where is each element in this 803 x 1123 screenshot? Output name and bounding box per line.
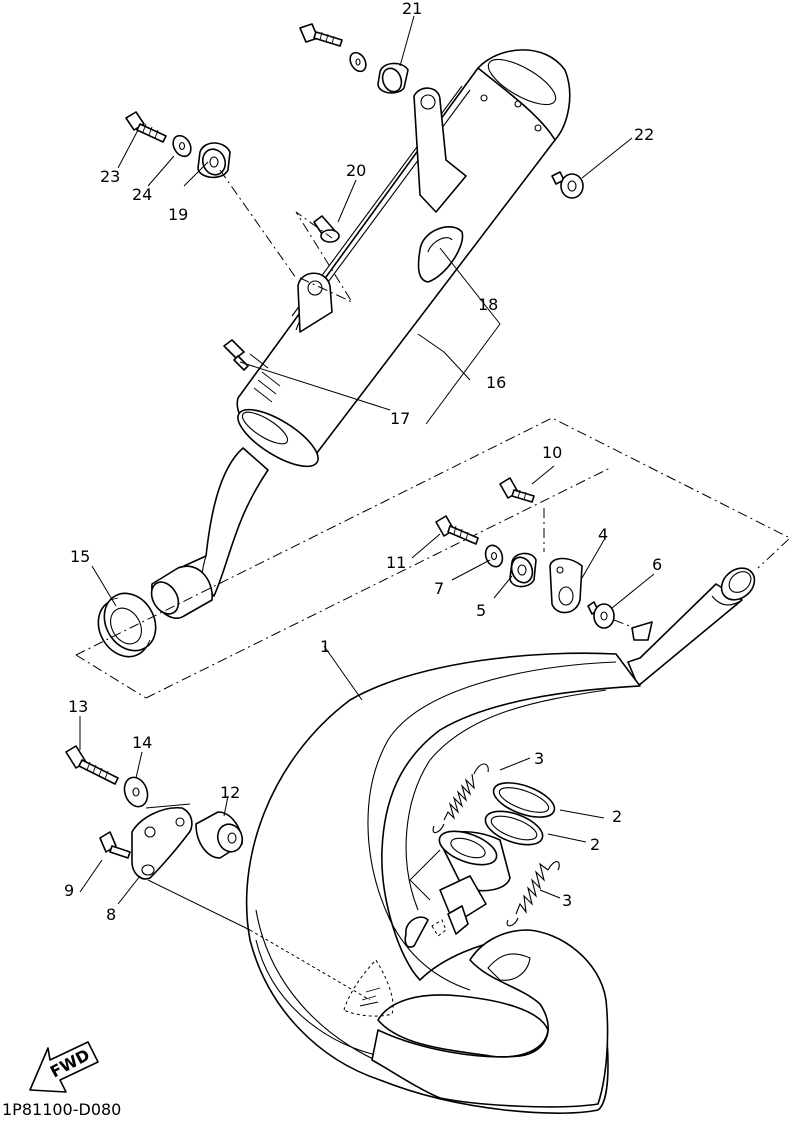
callout-13: 13: [68, 697, 88, 716]
callout-24: 24: [132, 185, 152, 204]
o-ring-part-2-a: [492, 782, 556, 818]
washer-part-7: [484, 544, 504, 568]
callout-15: 15: [70, 547, 90, 566]
exhaust-pipe-part-1: [245, 567, 756, 1114]
leader-lines: [79, 15, 655, 905]
callout-20: 20: [346, 161, 366, 180]
gasket-part-15: [97, 592, 157, 658]
bolt-part-6: [587, 601, 615, 629]
callout-3a: 3: [534, 749, 544, 768]
bracket-part-4: [549, 557, 583, 614]
callout-6: 6: [652, 555, 662, 574]
callout-2b: 2: [590, 835, 600, 854]
spring-part-3-upper: [432, 763, 489, 834]
spacer-part-12: [195, 811, 244, 859]
callout-12: 12: [220, 783, 240, 802]
label-plate-part-18: [417, 226, 464, 283]
document-code: 1P81100-D080: [2, 1100, 122, 1119]
callout-21: 21: [402, 0, 422, 18]
callout-22: 22: [634, 125, 654, 144]
callout-8: 8: [106, 905, 116, 924]
callout-2a: 2: [612, 807, 622, 826]
washer-part-14: [123, 776, 149, 808]
bolt-part-22: [551, 171, 584, 199]
callout-10: 10: [542, 443, 562, 462]
mount-guide-line: [219, 169, 354, 304]
callout-3b: 3: [562, 891, 572, 910]
bolt-part-10: [499, 477, 535, 503]
o-ring-part-2-b: [484, 810, 544, 846]
callout-5: 5: [476, 601, 486, 620]
screw-part-17: [223, 339, 249, 371]
callout-17: 17: [390, 409, 410, 428]
pipe-bracket-tab: [631, 621, 653, 641]
muffler-part-16: [150, 49, 571, 619]
callout-19: 19: [168, 205, 188, 224]
callout-9: 9: [64, 881, 74, 900]
callout-18: 18: [478, 295, 498, 314]
leader-17: [239, 361, 391, 411]
callout-14: 14: [132, 733, 152, 752]
bolt-part-20: [313, 215, 340, 243]
callout-1: 1: [320, 637, 330, 656]
callout-23: 23: [100, 167, 120, 186]
callout-7: 7: [434, 579, 444, 598]
bolt-part-9: [99, 831, 131, 859]
washer-part-24: [172, 134, 192, 158]
fwd-arrow-icon: FWD: [29, 1041, 99, 1093]
assembly-frame: [75, 417, 791, 699]
grommet-part-19: [197, 142, 231, 179]
bolt-part-23: [125, 111, 167, 143]
collar-part-5: [509, 552, 537, 588]
bolt-part-21-group: [299, 23, 409, 94]
callout-11: 11: [386, 553, 406, 572]
bolt-part-13: [65, 745, 119, 785]
callout-4: 4: [598, 525, 608, 544]
spring-part-3-lower: [506, 861, 560, 927]
bolt-part-11: [435, 515, 479, 545]
callout-16: 16: [486, 373, 506, 392]
bracket-part-8: [131, 807, 193, 880]
